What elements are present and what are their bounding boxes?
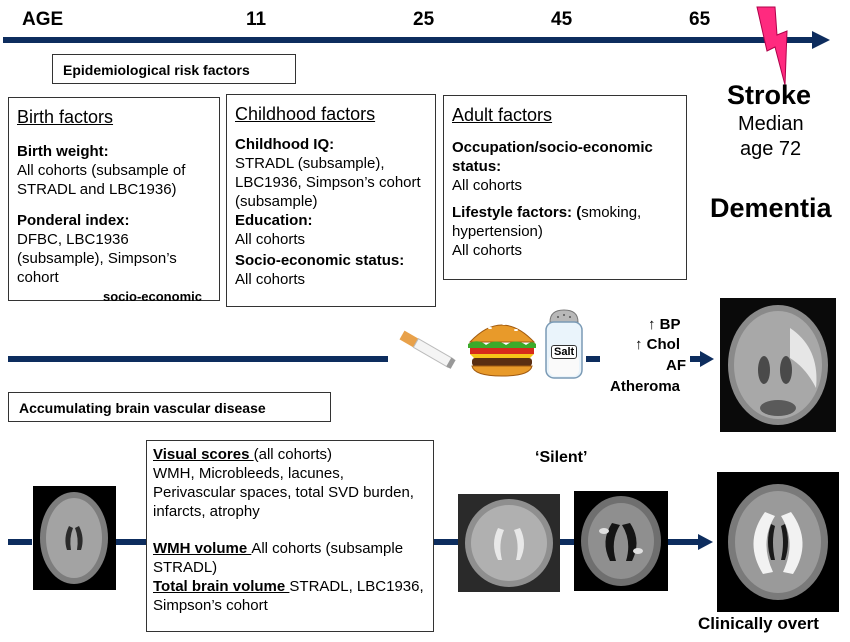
- childhood-iq-text: STRADL (subsample), LBC1936, Simpson’s c…: [235, 155, 421, 210]
- normal-brain-scan: [33, 486, 116, 590]
- adult-factors-box: Adult factors Occupation/socio-economic …: [443, 95, 687, 280]
- dementia-label: Dementia: [710, 193, 832, 223]
- ses-text: All cohorts: [235, 271, 306, 288]
- childhood-factors-box: Childhood factors Childhood IQ: STRADL (…: [226, 94, 436, 307]
- vascular-disease-label: Accumulating brain vascular disease: [8, 392, 331, 422]
- total-brain-volume-text: Total brain volume STRADL, LBC1936, Simp…: [153, 578, 424, 614]
- lightning-bolt-icon: [756, 6, 788, 86]
- median-age-label: age 72: [740, 138, 802, 160]
- wmh-volume-text: WMH volume All cohorts (subsample STRADL…: [153, 540, 404, 576]
- overt-brain-scan: [717, 472, 839, 612]
- ponderal-index-label: Ponderal index:: [17, 212, 130, 229]
- timeline-arrow: [3, 31, 830, 49]
- af-label: AF: [666, 357, 686, 374]
- silent-brain-scan-2: [574, 491, 668, 591]
- cigarette-icon: [399, 330, 456, 369]
- visual-scores-heading: Visual scores (all cohorts): [153, 446, 332, 463]
- lifestyle-label: Lifestyle factors: (smoking, hypertensio…: [452, 204, 642, 240]
- chol-label: ↑ Chol: [635, 336, 680, 353]
- ponderal-index-text: DFBC, LBC1936 (subsample), Simpson’s coh…: [17, 231, 177, 286]
- epi-risk-label: Epidemiological risk factors: [52, 54, 296, 84]
- birth-factors-title: Birth factors: [17, 107, 114, 127]
- clinically-overt-label: Clinically overt: [698, 614, 819, 633]
- imaging-measures-box: Visual scores (all cohorts) WMH, Microbl…: [146, 440, 434, 632]
- burger-icon: [468, 323, 536, 377]
- risk-timeline-line: [8, 351, 714, 367]
- salt-label: Salt: [551, 345, 578, 359]
- education-label: Education:: [235, 212, 313, 229]
- birth-weight-label: Birth weight:: [17, 143, 109, 160]
- childhood-factors-title: Childhood factors: [235, 104, 376, 124]
- imaging-timeline-arrow: [8, 534, 713, 550]
- age-tick-25: 25: [413, 9, 435, 30]
- stroke-brain-scan: [720, 298, 836, 432]
- stroke-label: Stroke: [727, 80, 812, 110]
- education-text: All cohorts: [235, 231, 306, 248]
- bp-label: ↑ BP: [648, 316, 681, 333]
- birth-factors-box: Birth factors Birth weight: All cohorts …: [8, 97, 220, 301]
- age-label: AGE: [22, 9, 64, 30]
- lifestyle-text: All cohorts: [452, 242, 523, 259]
- ses-label: Socio-economic status:: [235, 252, 405, 269]
- silent-label: ‘Silent’: [535, 449, 588, 466]
- adult-factors-title: Adult factors: [452, 105, 553, 125]
- atheroma-label: Atheroma: [610, 378, 681, 395]
- silent-brain-scan-1: [458, 494, 560, 592]
- age-tick-11: 11: [246, 9, 267, 30]
- occupation-text: All cohorts: [452, 177, 523, 194]
- childhood-iq-label: Childhood IQ:: [235, 136, 335, 153]
- occupation-label: Occupation/socio-economic status:: [452, 139, 653, 175]
- socio-economic-overflow: socio-economic: [103, 289, 202, 304]
- visual-scores-text: WMH, Microbleeds, lacunes, Perivascular …: [153, 465, 414, 520]
- birth-weight-text: All cohorts (subsample of STRADL and LBC…: [17, 162, 186, 198]
- median-label: Median: [738, 113, 804, 135]
- age-tick-45: 45: [551, 9, 573, 30]
- age-tick-65: 65: [689, 9, 711, 30]
